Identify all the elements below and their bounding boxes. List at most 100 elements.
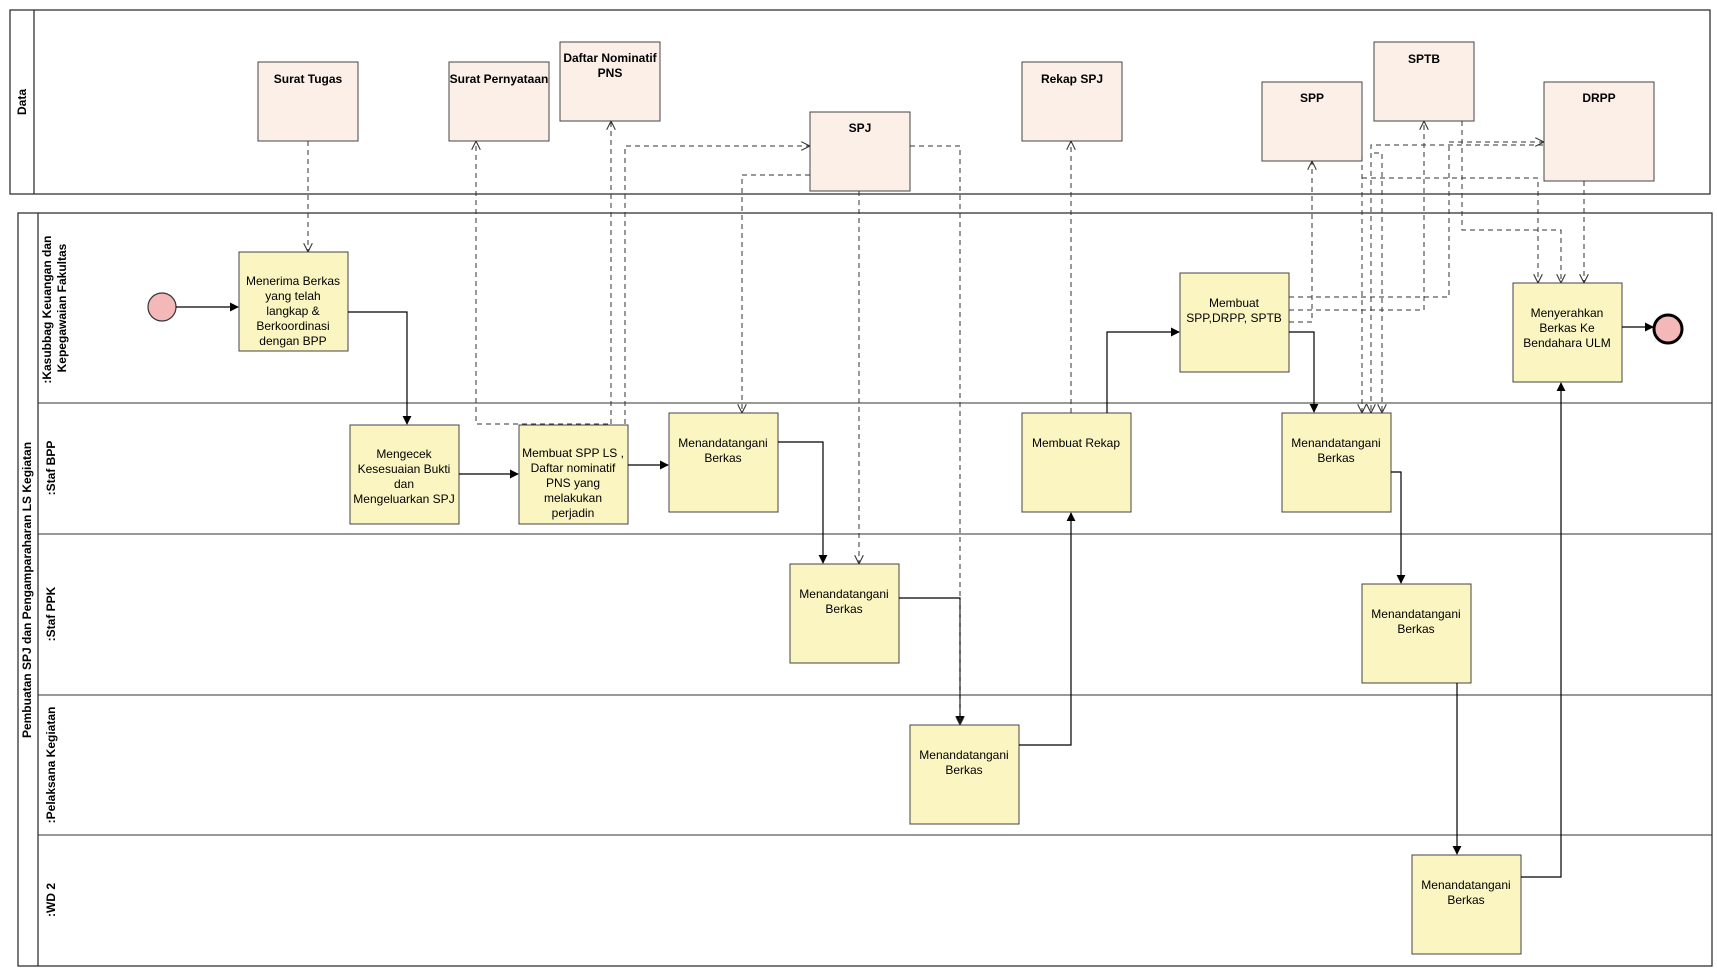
svg-text:dan: dan	[394, 477, 414, 491]
svg-text:Menandatangani: Menandatangani	[678, 436, 767, 450]
svg-text:Rekap SPJ: Rekap SPJ	[1041, 72, 1103, 86]
svg-text:Mengecek: Mengecek	[376, 447, 432, 461]
assoc-membuat-spp-to-spp	[1289, 162, 1312, 323]
lane-wd2: :WD 2	[37, 834, 1713, 967]
data-object-rekap-spj[interactable]: Rekap SPJ	[1021, 61, 1123, 142]
svg-text:Menandatangani: Menandatangani	[1421, 878, 1510, 892]
events	[147, 292, 1684, 345]
start-event[interactable]	[147, 292, 177, 322]
flow-membuat-spp-to-bpp-ttd-2	[1289, 331, 1319, 413]
svg-text:Bendahara ULM: Bendahara ULM	[1523, 336, 1610, 350]
data-associations	[308, 121, 1584, 724]
svg-text:Menyerahkan: Menyerahkan	[1531, 306, 1604, 320]
flow-bpp-ttd-to-ppk-ttd	[778, 441, 828, 564]
assoc-sptb-to-bpp-ttd-2	[1374, 152, 1382, 412]
assoc-spj-to-bpp-ttd	[742, 174, 810, 412]
task-membuat-rekap[interactable]: Membuat Rekap	[1021, 412, 1132, 513]
svg-text:Surat Pernyataan: Surat Pernyataan	[450, 72, 549, 86]
svg-text:Berkas Ke: Berkas Ke	[1539, 321, 1595, 335]
svg-text:SPJ: SPJ	[849, 121, 872, 135]
svg-text:Berkoordinasi: Berkoordinasi	[256, 319, 329, 333]
task-pelaksana-menandatangani[interactable]: Menandatangani Berkas	[909, 724, 1020, 825]
svg-text:Membuat Rekap: Membuat Rekap	[1032, 436, 1120, 450]
svg-text:Menandatangani: Menandatangani	[1371, 607, 1460, 621]
flow-membuat-rekap-to-membuat-spp	[1106, 327, 1180, 413]
svg-text:Berkas: Berkas	[825, 602, 862, 616]
task-membuat-spp-drpp-sptb[interactable]: Membuat SPP,DRPP, SPTB	[1179, 272, 1290, 373]
assoc-drpp-to-bpp-ttd-2	[1371, 144, 1543, 412]
data-object-spp[interactable]: SPP	[1261, 81, 1363, 162]
assoc-membuat-spp-to-sptb	[1289, 122, 1424, 311]
data-object-sptb[interactable]: SPTB	[1373, 41, 1475, 122]
svg-text:PNS: PNS	[598, 66, 623, 80]
lane-staf-bpp: :Staf BPP	[37, 402, 1713, 535]
flow-menerima-to-mengecek	[348, 311, 412, 425]
lane-kasubbag-label: :Kasubbag Keuangan dan Kepegawaian Fakul…	[40, 232, 69, 383]
flow-pelaksana-ttd-to-membuat-rekap	[1019, 512, 1076, 746]
svg-text:Mengeluarkan SPJ: Mengeluarkan SPJ	[353, 492, 454, 506]
process-pool-label: Pembuatan SPJ dan Pengamparaharan LS Keg…	[20, 442, 34, 738]
flow-ppk-ttd-to-pelaksana-ttd	[899, 597, 965, 725]
svg-text:Berkas: Berkas	[1447, 893, 1484, 907]
svg-text:Daftar nominatif: Daftar nominatif	[531, 461, 616, 475]
svg-text:Menandatangani: Menandatangani	[919, 748, 1008, 762]
svg-text:DRPP: DRPP	[1582, 91, 1615, 105]
svg-text:langkap &: langkap &	[266, 304, 319, 318]
assoc-spj-to-pelaksana-ttd	[910, 145, 960, 724]
task-bpp-menandatangani-2[interactable]: Menandatangani Berkas	[1281, 412, 1392, 513]
svg-text:perjadin: perjadin	[552, 506, 595, 520]
svg-text:Surat Tugas: Surat Tugas	[274, 72, 343, 86]
svg-text:Membuat SPP LS ,: Membuat SPP LS ,	[522, 446, 624, 460]
svg-text:Membuat: Membuat	[1209, 296, 1260, 310]
task-ppk-menandatangani-2[interactable]: Menandatangani Berkas	[1361, 583, 1472, 684]
assoc-membuat-spp-ls-to-spj	[624, 146, 809, 424]
svg-text:SPTB: SPTB	[1408, 52, 1440, 66]
svg-text:Berkas: Berkas	[704, 451, 741, 465]
data-object-daftar-nominatif[interactable]: Daftar Nominatif PNS	[559, 41, 661, 122]
flow-bpp-ttd-2-to-ppk-ttd-2	[1391, 471, 1406, 584]
flow-wd2-ttd-to-menyerahkan	[1521, 382, 1566, 878]
svg-text:dengan BPP: dengan BPP	[259, 334, 326, 348]
lane-wd2-label: :WD 2	[44, 883, 58, 917]
svg-text:Menandatangani: Menandatangani	[799, 587, 888, 601]
lane-staf-ppk-label: :Staf PPK	[44, 586, 58, 641]
lanes: :Kasubbag Keuangan dan Kepegawaian Fakul…	[37, 212, 1713, 967]
task-menyerahkan-berkas[interactable]: Menyerahkan Berkas Ke Bendahara ULM	[1512, 282, 1623, 383]
svg-text:yang telah: yang telah	[265, 289, 320, 303]
svg-text:SPP: SPP	[1300, 91, 1324, 105]
lane-staf-bpp-label: :Staf BPP	[44, 441, 58, 496]
task-bpp-menandatangani-1[interactable]: Menandatangani Berkas	[668, 412, 779, 513]
svg-text:Daftar Nominatif: Daftar Nominatif	[563, 51, 657, 65]
svg-text:PNS yang: PNS yang	[546, 476, 600, 490]
lane-pelaksana-label: :Pelaksana Kegiatan	[44, 707, 58, 824]
sequence-flows	[176, 302, 1654, 878]
tasks: Menerima Berkas yang telah langkap & Ber…	[238, 251, 1623, 955]
task-wd2-menandatangani[interactable]: Menandatangani Berkas	[1411, 854, 1522, 955]
svg-text:Berkas: Berkas	[1397, 622, 1434, 636]
svg-text:Menerima Berkas: Menerima Berkas	[246, 274, 340, 288]
task-ppk-menandatangani-1[interactable]: Menandatangani Berkas	[789, 563, 900, 664]
task-menerima-berkas[interactable]: Menerima Berkas yang telah langkap & Ber…	[238, 251, 349, 352]
task-membuat-spp-ls[interactable]: Membuat SPP LS , Daftar nominatif PNS ya…	[518, 424, 629, 525]
svg-text:Kesesuaian Bukti: Kesesuaian Bukti	[358, 462, 451, 476]
data-objects: Surat Tugas Surat Pernyataan Daftar Nomi…	[257, 41, 1655, 192]
data-object-surat-tugas[interactable]: Surat Tugas	[257, 61, 359, 142]
lane-pelaksana: :Pelaksana Kegiatan	[37, 694, 1713, 836]
data-pool: Data	[9, 9, 1711, 195]
end-event[interactable]	[1652, 313, 1684, 345]
task-mengecek[interactable]: Mengecek Kesesuaian Bukti dan Mengeluark…	[349, 424, 460, 525]
assoc-membuat-spp-ls-to-surat-pernyataan	[476, 142, 608, 425]
assoc-sptb-to-menyerahkan	[1461, 121, 1561, 282]
data-object-surat-pernyataan[interactable]: Surat Pernyataan	[448, 61, 550, 142]
data-object-drpp[interactable]: DRPP	[1543, 81, 1655, 182]
assoc-spp-to-menyerahkan	[1362, 177, 1538, 282]
svg-text:Berkas: Berkas	[945, 763, 982, 777]
data-pool-label: Data	[15, 89, 29, 115]
assoc-membuat-spp-to-drpp	[1289, 142, 1543, 298]
svg-text:SPP,DRPP, SPTB: SPP,DRPP, SPTB	[1186, 311, 1282, 325]
svg-text:melakukan: melakukan	[544, 491, 602, 505]
data-object-spj[interactable]: SPJ	[809, 111, 911, 192]
svg-text:Berkas: Berkas	[1317, 451, 1354, 465]
svg-text:Menandatangani: Menandatangani	[1291, 436, 1380, 450]
